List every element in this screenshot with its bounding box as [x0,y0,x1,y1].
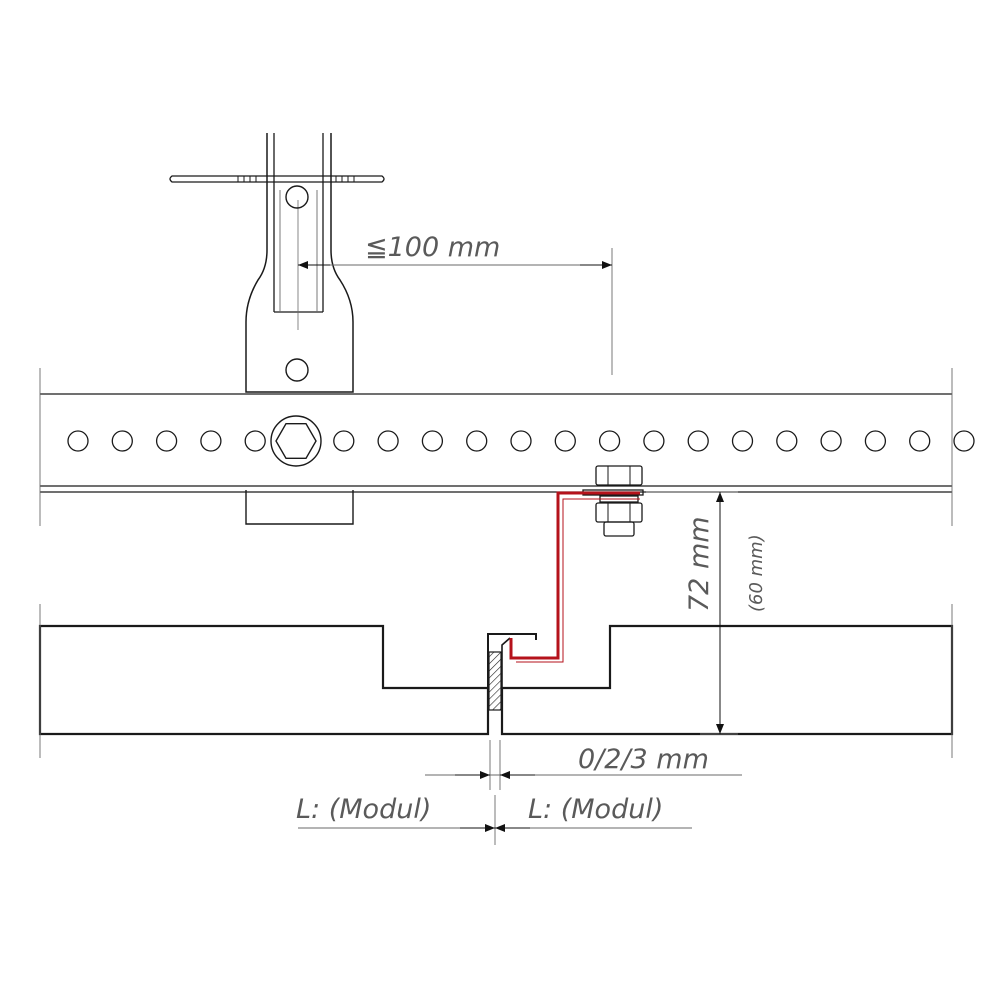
ceiling-panels [38,604,954,758]
carrier-rail [39,368,975,526]
clip-bolt [582,465,644,537]
hanger-hole-top [285,185,309,209]
panel-right [500,624,954,736]
hanger-rod [273,133,324,330]
rail-hole [864,430,887,452]
dimension-gap: 0/2/3 mm [425,740,742,790]
z-clip-inner-edge [516,498,640,663]
hanger-assembly [169,133,385,525]
rail-hole [244,430,266,452]
rail-hole [155,430,178,452]
rail-hole [731,430,754,452]
hanger-hole-bottom [285,358,309,382]
spring-plate-notches [237,176,355,182]
rail-hole [554,430,576,452]
height-alt-label: (60 mm) [746,534,767,612]
dimension-module: L: (Modul) L: (Modul) [296,794,692,845]
hanger-spring-plate [169,175,385,183]
rail-hole [377,430,399,452]
rail-hole [333,430,355,452]
hanger-lower-tab [245,490,354,525]
rail-hole [111,430,133,452]
gap-label: 0/2/3 mm [578,744,709,775]
rail-hole [421,430,444,452]
rail-hole [953,430,975,452]
joint-seal [488,651,502,711]
rail-hole [67,430,89,452]
rail-hole [466,430,488,452]
dimension-height: 72 mm (60 mm) [646,491,767,735]
rail-hole [776,430,798,452]
panel-left [38,624,490,736]
rail-hole [909,430,931,452]
max-distance-label: ≦100 mm [365,232,500,263]
rail-hole [687,430,709,452]
height-label: 72 mm [684,516,715,612]
rail-bolt-washer [270,415,322,467]
z-clip [509,491,640,660]
rail-hole [820,430,842,452]
hex-bolt-icon [275,423,317,459]
rail-hole [510,430,532,452]
module-right-label: L: (Modul) [528,794,663,825]
dimension-max-distance: ≦100 mm [298,232,613,375]
hanger-body [245,133,354,393]
rail-hole-row [67,430,975,452]
rail-hole [598,430,621,452]
rail-hole [200,430,222,452]
module-left-label: L: (Modul) [296,794,431,825]
rail-hole [643,430,665,452]
